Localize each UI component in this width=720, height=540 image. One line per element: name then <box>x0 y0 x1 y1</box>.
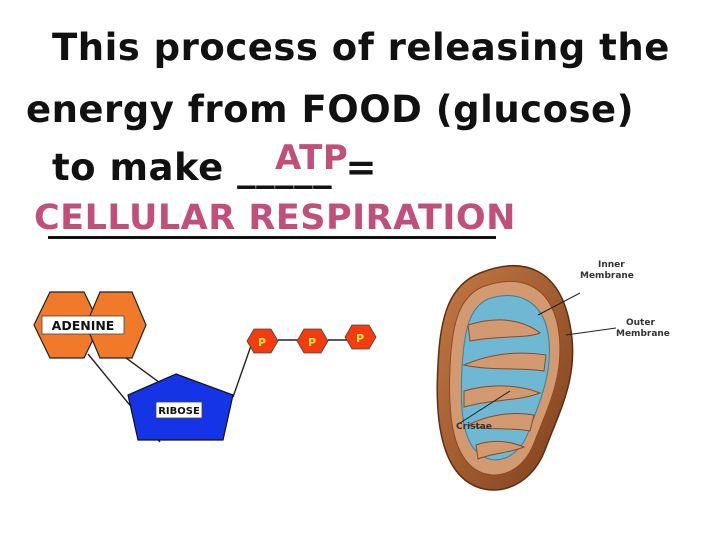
inner-membrane-pointer <box>537 292 581 316</box>
outer-membrane-label: Outer Membrane <box>616 318 670 339</box>
phosphate-2 <box>296 328 329 354</box>
phosphate-1-label: P <box>258 336 266 349</box>
atp-blank: _____ <box>237 146 333 189</box>
inner-label-line-1: Inner <box>598 260 625 270</box>
ribose-label: RIBOSE <box>158 406 200 417</box>
crista-fold <box>466 412 535 432</box>
question-line-3: to make _____ = <box>52 146 377 189</box>
answer-cellular-respiration: CELLULAR RESPIRATION <box>34 198 516 238</box>
answer-blank-underline <box>48 236 496 239</box>
ribose-label-box <box>155 401 203 419</box>
outer-label-line-1: Outer <box>626 318 655 328</box>
answer-atp: ATP <box>275 138 349 178</box>
question-line-1: This process of releasing the <box>52 26 670 69</box>
mitochondrion-diagram: Inner Membrane Outer Membrane Cristae <box>436 260 670 491</box>
ribose-group: RIBOSE <box>127 373 234 441</box>
crista-fold <box>462 352 547 372</box>
cristae-pointer <box>459 390 511 424</box>
outer-label-line-2: Membrane <box>616 329 670 339</box>
question-line-3-prefix: to make <box>52 146 238 189</box>
phosphate-1 <box>246 328 279 354</box>
inner-membrane-label: Inner Membrane <box>580 260 634 281</box>
outer-membrane-pointer <box>565 327 617 336</box>
question-line-3-suffix: = <box>332 146 377 189</box>
phosphate-2-label: P <box>308 336 316 349</box>
cristae-label: Cristae <box>456 422 492 432</box>
adenine-group: ADENINE <box>33 291 147 359</box>
phosphate-3 <box>344 324 377 350</box>
crista-fold <box>467 319 541 342</box>
question-line-2: energy from FOOD (glucose) <box>26 88 635 131</box>
inner-label-line-2: Membrane <box>580 271 634 281</box>
adenine-label: ADENINE <box>52 318 115 333</box>
adenine-label-box <box>41 315 125 335</box>
phosphate-3-label: P <box>356 332 364 345</box>
crista-fold <box>475 440 526 460</box>
atp-molecule-diagram: ADENINE RIBOSE P P P <box>33 291 377 443</box>
phosphate-group: P P P <box>246 324 377 354</box>
